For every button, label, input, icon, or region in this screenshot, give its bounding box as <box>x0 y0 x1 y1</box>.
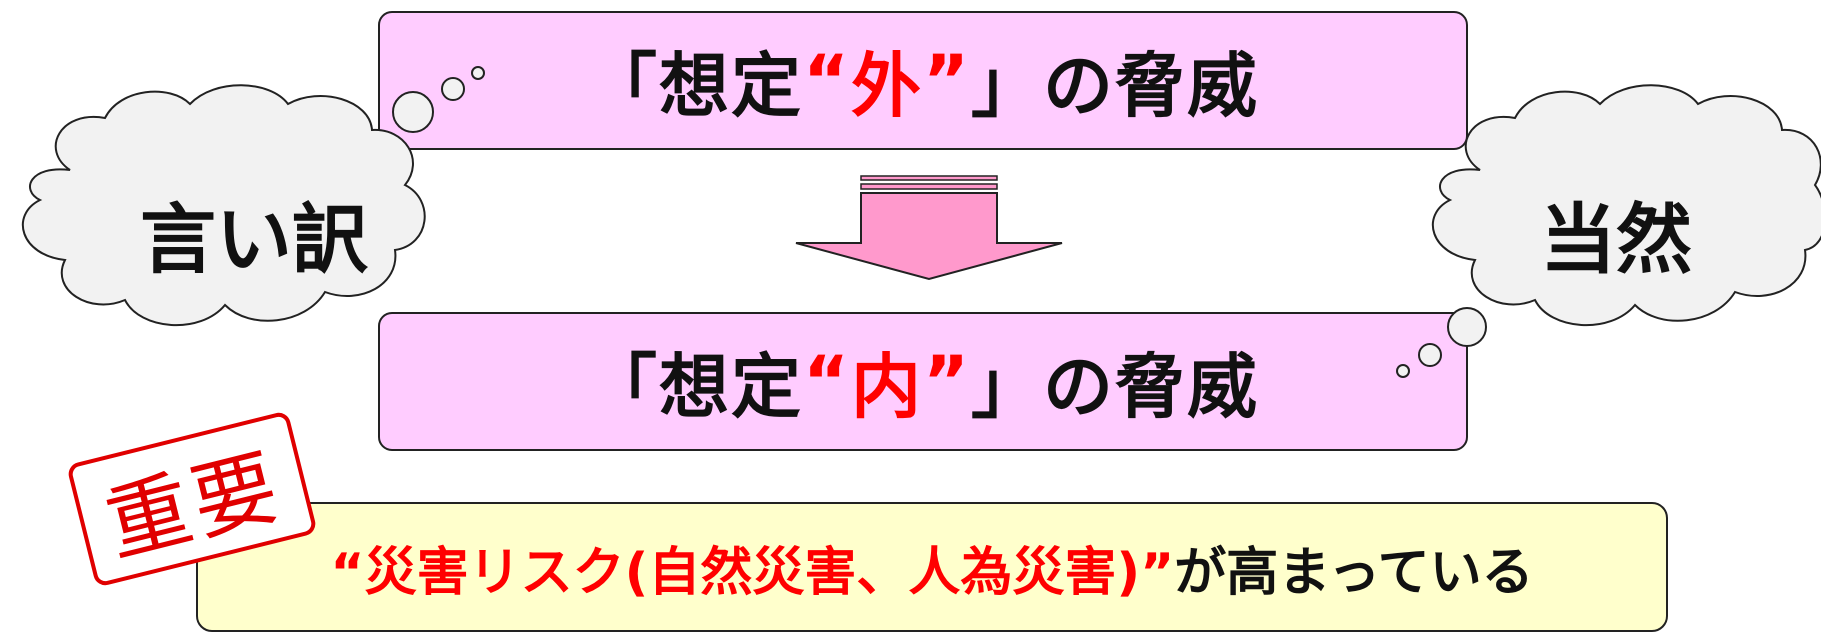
quote-open: “ <box>802 340 851 423</box>
box-suffix: 」の脅威 <box>971 45 1260 127</box>
quote-close: ” <box>923 340 972 423</box>
box-suffix: 」の脅威 <box>971 346 1260 428</box>
down-arrow <box>795 175 1063 281</box>
expected-threat-box: 「想定“内”」の脅威 <box>378 312 1468 451</box>
box-prefix: 「想定 <box>586 45 803 127</box>
quote-open: “ <box>802 39 851 122</box>
quote-close: ” <box>923 39 972 122</box>
left-thought-cloud <box>21 66 485 326</box>
increasing-text: が高まっている <box>1174 542 1534 603</box>
box-prefix: 「想定 <box>586 346 803 428</box>
highlight-outside: 外 <box>851 45 923 127</box>
natural-label: 当然 <box>1540 195 1692 284</box>
risk-banner: “災害リスク(自然災害、人為災害)”が高まっている <box>196 502 1668 632</box>
unexpected-threat-box: 「想定“外”」の脅威 <box>378 11 1468 150</box>
right-thought-cloud <box>1396 84 1821 378</box>
excuse-label: 言い訳 <box>140 195 368 284</box>
highlight-inside: 内 <box>851 346 923 428</box>
disaster-risk-text: “災害リスク(自然災害、人為災害)” <box>330 542 1175 603</box>
